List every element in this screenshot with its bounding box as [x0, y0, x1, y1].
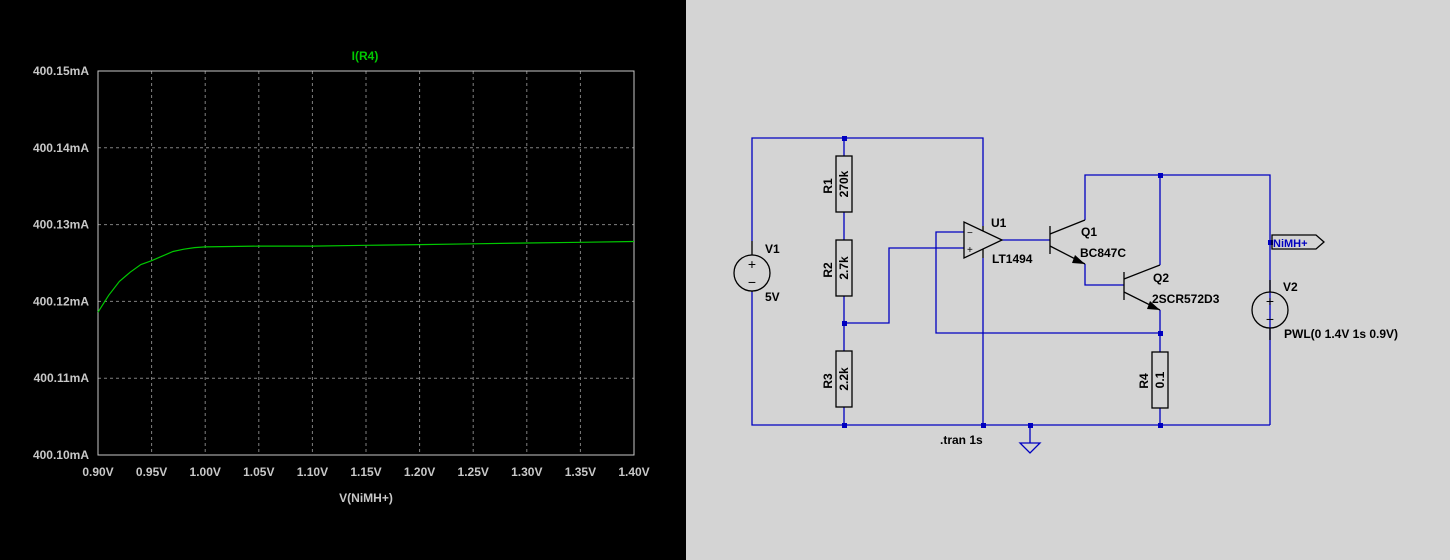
v1-value[interactable]: 5V [765, 290, 780, 304]
resistor-r1[interactable]: R1 270k [821, 155, 853, 213]
q1-value[interactable]: BC847C [1080, 246, 1126, 260]
x-tick-label: 1.00V [190, 465, 221, 479]
wire-plus-to-emitter [935, 231, 1160, 334]
v2-plus-sign: + [1266, 293, 1274, 309]
net-label-nimh[interactable]: NiMH+ [1271, 234, 1325, 250]
y-tick-label: 400.12mA [33, 294, 89, 308]
y-tick-label: 400.13mA [33, 218, 89, 232]
schematic-pane[interactable]: + − V1 5V R1 270k R2 2.7k R3 2.2k R4 0.1 [686, 0, 1450, 560]
q2-name[interactable]: Q2 [1153, 271, 1169, 285]
waveform-plot-pane[interactable]: I(R4) 0.90V 0.95V 1.00V 1.05V 1.10V 1.15V 1.20… [0, 0, 686, 560]
y-tick-label: 400.14mA [33, 141, 89, 155]
resistor-r4[interactable]: R4 0.1 [1137, 351, 1169, 409]
u1-value[interactable]: LT1494 [992, 252, 1033, 266]
schematic-wires [751, 137, 1272, 443]
r4-value[interactable]: 0.1 [1153, 371, 1167, 388]
x-tick-label: 1.05V [243, 465, 274, 479]
r3-value[interactable]: 2.2k [837, 367, 851, 391]
wire-q1-emitter [1084, 264, 1124, 286]
trace-label[interactable]: I(R4) [352, 49, 379, 63]
r1-value[interactable]: 270k [837, 170, 851, 197]
x-tick-label: 1.40V [618, 465, 649, 479]
source-v2[interactable]: + − V2 PWL(0 1.4V 1s 0.9V) [1251, 280, 1398, 341]
x-tick-label: 0.90V [82, 465, 113, 479]
r1-name[interactable]: R1 [821, 178, 835, 194]
x-tick-label: 1.20V [404, 465, 435, 479]
x-tick-label: 1.30V [511, 465, 542, 479]
y-tick-label: 400.10mA [33, 448, 89, 462]
r2-name[interactable]: R2 [821, 262, 835, 278]
u1-name[interactable]: U1 [991, 216, 1007, 230]
u1-noninverting-mark: + [967, 245, 973, 256]
x-axis-label[interactable]: V(NiMH+) [339, 491, 393, 505]
x-tick-label: 1.25V [458, 465, 489, 479]
x-tick-label: 0.95V [136, 465, 167, 479]
y-tick-label: 400.11mA [34, 371, 90, 385]
q2-value[interactable]: 2SCR572D3 [1152, 292, 1220, 306]
plot-frame [97, 70, 635, 456]
v2-name[interactable]: V2 [1283, 280, 1298, 294]
wire-top-rail [751, 137, 984, 241]
v2-minus-sign: − [1266, 311, 1274, 327]
ground-icon[interactable] [1018, 442, 1042, 454]
plot-series [97, 240, 635, 313]
junction-dots [842, 136, 1273, 428]
source-v1[interactable]: + − V1 5V [733, 241, 780, 304]
wire-divider-to-minus [844, 247, 964, 324]
transistor-q1[interactable]: Q1 BC847C [1049, 219, 1126, 265]
transistor-q2[interactable]: Q2 2SCR572D3 [1123, 264, 1220, 311]
opamp-u1[interactable]: − + U1 LT1494 [963, 216, 1033, 266]
resistor-r3[interactable]: R3 2.2k [821, 350, 853, 408]
x-tick-label: 1.35V [565, 465, 596, 479]
v1-plus-sign: + [748, 256, 756, 272]
r2-value[interactable]: 2.7k [837, 256, 851, 280]
net-label-text[interactable]: NiMH+ [1273, 238, 1308, 250]
plot-tick-labels: 0.90V 0.95V 1.00V 1.05V 1.10V 1.15V 1.20V 1.25V… [33, 64, 650, 479]
r3-name[interactable]: R3 [821, 373, 835, 389]
resistor-r2[interactable]: R2 2.7k [821, 239, 853, 297]
waveform-plot[interactable]: I(R4) 0.90V 0.95V 1.00V 1.05V 1.10V 1.15V 1.20… [0, 0, 686, 560]
v2-value[interactable]: PWL(0 1.4V 1s 0.9V) [1284, 327, 1398, 341]
x-tick-label: 1.15V [350, 465, 381, 479]
v1-name[interactable]: V1 [765, 242, 780, 256]
r4-name[interactable]: R4 [1137, 373, 1151, 389]
spice-directive[interactable]: .tran 1s [940, 433, 983, 447]
u1-inverting-mark: − [967, 228, 973, 239]
v1-minus-sign: − [748, 274, 756, 290]
wire-v1-to-ground [751, 292, 1270, 426]
q1-name[interactable]: Q1 [1081, 225, 1097, 239]
schematic-canvas[interactable]: + − V1 5V R1 270k R2 2.7k R3 2.2k R4 0.1 [686, 0, 1450, 560]
y-tick-label: 400.15mA [33, 64, 89, 78]
trace-i-r4[interactable] [97, 240, 635, 313]
plot-grid [98, 71, 634, 455]
wire-q1-collector [1084, 174, 1271, 425]
x-tick-label: 1.10V [297, 465, 328, 479]
